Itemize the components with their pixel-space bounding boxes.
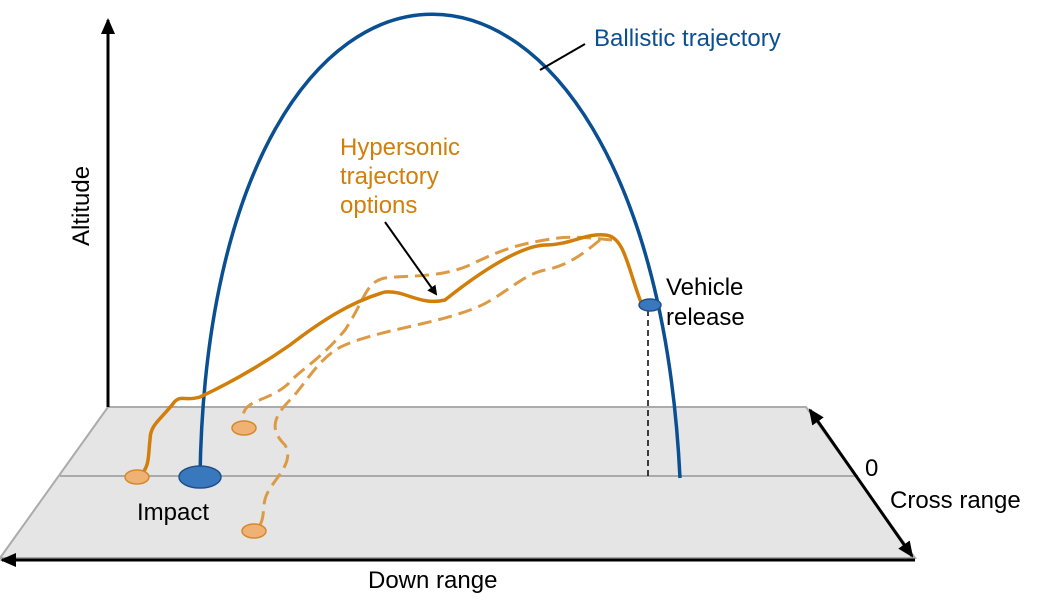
- ballistic-label: Ballistic trajectory: [594, 25, 781, 52]
- hypersonic-leader-arrow: [384, 221, 438, 296]
- impact-marker: [178, 465, 222, 489]
- altitude-label: Altitude: [68, 166, 95, 246]
- vehicle-release-label-line1: Vehicle: [666, 274, 743, 301]
- cross-range-axis: [808, 408, 914, 558]
- alt-impact-marker: [241, 523, 267, 539]
- ballistic-trajectory: [198, 12, 682, 479]
- vehicle-release-marker: [638, 298, 662, 312]
- alt-impact-marker: [231, 420, 257, 436]
- hypersonic-option-lower: [253, 238, 601, 533]
- hypersonic-label-line1: Hypersonic: [340, 134, 460, 161]
- hypersonic-option-upper: [241, 235, 613, 429]
- cross-range-zero-label: 0: [865, 455, 878, 482]
- vehicle-release-label-line2: release: [666, 304, 745, 331]
- hypersonic-label-line2: trajectory: [340, 163, 439, 190]
- hypersonic-label-line3: options: [340, 192, 417, 219]
- impact-label: Impact: [137, 499, 209, 526]
- ground-plane: [0, 406, 917, 559]
- cross-range-label: Cross range: [890, 487, 1021, 514]
- down-range-label: Down range: [368, 567, 497, 594]
- ballistic-leader-line: [539, 43, 586, 71]
- hypersonic-primary-trajectory: [138, 233, 644, 478]
- alt-impact-marker: [124, 469, 150, 485]
